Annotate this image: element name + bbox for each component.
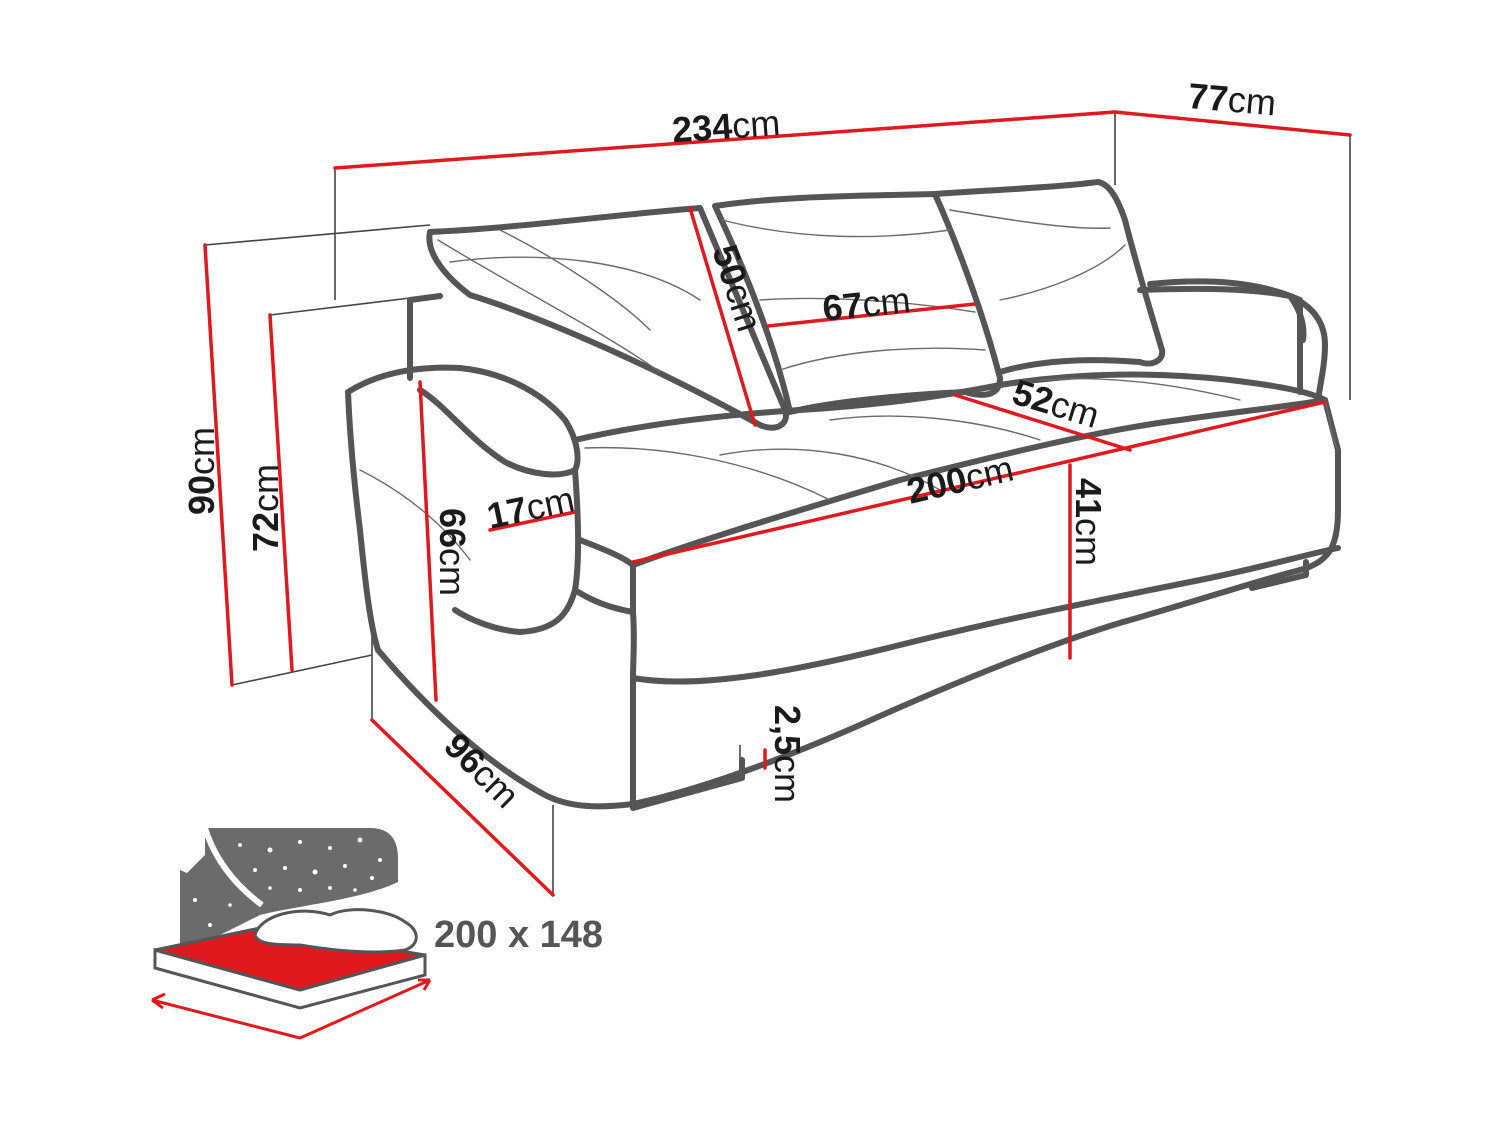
- sofa-drawing: [345, 179, 1341, 811]
- stars-icon: [193, 837, 382, 927]
- bed-size-label: 200 x 148: [434, 914, 603, 956]
- seat-cushion: [572, 371, 1328, 443]
- dim-line-seat-width: [631, 400, 1327, 564]
- dim-line-armrest-width: [488, 510, 577, 532]
- right-cushion: [932, 179, 1166, 375]
- dim-line-seat-depth: [953, 393, 1132, 452]
- dim-line-total-width: [333, 110, 1117, 170]
- dim-line-cushion-width: [766, 302, 977, 328]
- dim-line-cushion-height: [688, 206, 757, 427]
- dim-line-depth: [1113, 110, 1352, 137]
- label-depth: 77cm: [1186, 75, 1277, 124]
- sleeping-bed-icon: [151, 827, 432, 1040]
- label-seat-height: 41cm: [1068, 478, 1109, 566]
- dim-line-armrest-height: [418, 380, 438, 702]
- right-armrest: [1137, 285, 1328, 403]
- dimension-lines: [203, 110, 1352, 897]
- dim-line-total-height: [203, 243, 234, 687]
- middle-cushion: [712, 191, 1003, 415]
- label-overall-depth: 96cm: [436, 725, 527, 816]
- label-armrest-width: 17cm: [483, 478, 578, 536]
- mattress-top: [153, 926, 427, 992]
- front-leg: [630, 757, 745, 811]
- extension-lines: [204, 112, 1351, 895]
- label-total-width: 234cm: [671, 102, 782, 150]
- label-armrest-height: 66cm: [432, 508, 473, 596]
- label-seat-width: 200cm: [903, 447, 1018, 511]
- right-leg: [1249, 559, 1309, 591]
- dim-line-overall-depth: [370, 718, 555, 897]
- label-cushion-width: 67cm: [820, 279, 912, 329]
- label-leg-height: 2,5cm: [767, 705, 808, 803]
- label-total-height: 90cm: [181, 427, 222, 515]
- sofa-body: [375, 397, 1341, 810]
- dim-line-back-height: [268, 313, 294, 672]
- label-back-height: 72cm: [245, 464, 286, 552]
- left-cushion: [426, 205, 789, 431]
